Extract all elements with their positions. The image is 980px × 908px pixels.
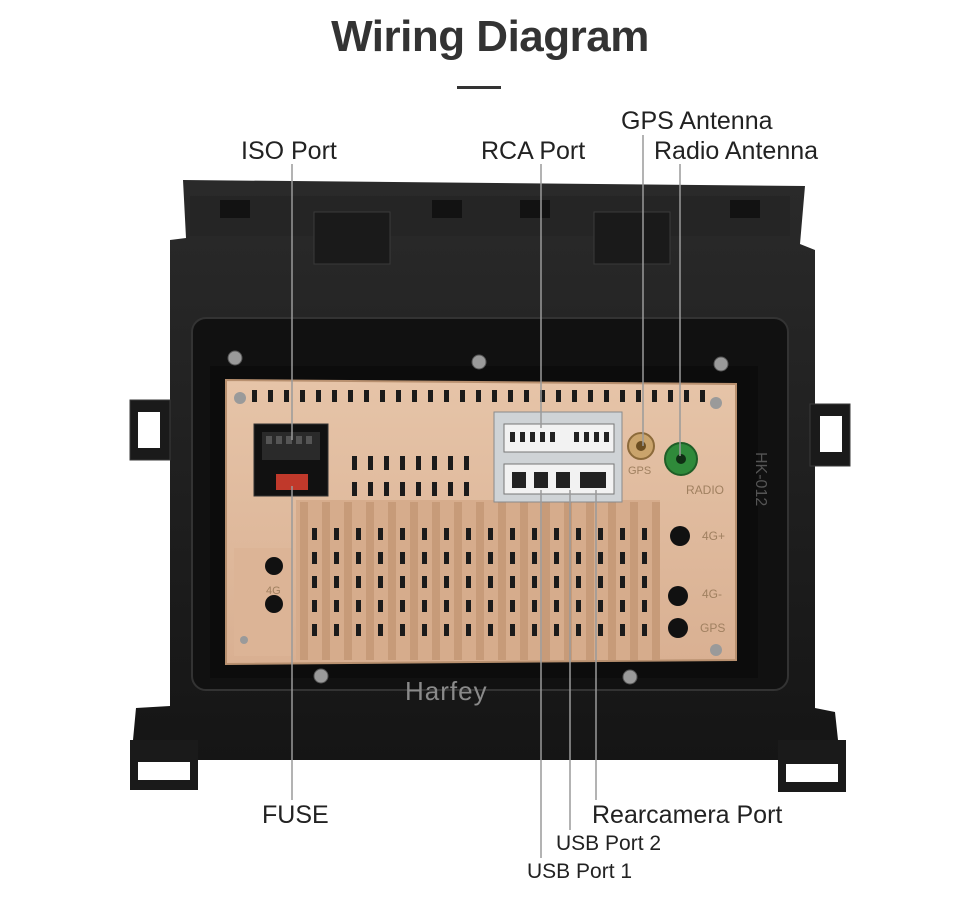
label-gps-antenna: GPS Antenna [621, 107, 773, 135]
mounting-screws [227, 350, 729, 685]
iso-connector [253, 423, 329, 497]
middle-vents [352, 456, 469, 496]
rca-connectors [493, 411, 623, 503]
gps-antenna-connector [627, 432, 655, 460]
leader-lines [291, 135, 681, 858]
label-iso-port: ISO Port [241, 137, 337, 165]
panel-4g-minus-mark: 4G- [702, 587, 722, 601]
panel-gps-mark: GPS [628, 465, 651, 477]
label-rca-port: RCA Port [481, 137, 586, 165]
panel-model-mark: HK-012 [752, 452, 769, 506]
label-radio-antenna: Radio Antenna [654, 137, 819, 165]
label-usb-port-1: USB Port 1 [527, 860, 633, 883]
panel-4g-plus-mark: 4G+ [702, 529, 725, 543]
aux-antenna-holes [265, 526, 690, 638]
label-rearcamera-port: Rearcamera Port [592, 801, 783, 829]
panel-fuse-4g-mark: 4G [266, 585, 281, 597]
top-vents [252, 390, 705, 402]
rear-panel [225, 378, 737, 666]
heatsink-fins [296, 500, 660, 660]
panel-gps-port-mark: GPS [700, 621, 725, 635]
title-underline [457, 86, 501, 89]
radio-antenna-connector [664, 442, 698, 476]
panel-radio-mark: RADIO [686, 483, 724, 497]
label-usb-port-2: USB Port 2 [556, 832, 662, 855]
brand-watermark: Harfey [405, 676, 488, 706]
page-title: Wiring Diagram [331, 12, 649, 61]
label-fuse: FUSE [262, 801, 329, 829]
